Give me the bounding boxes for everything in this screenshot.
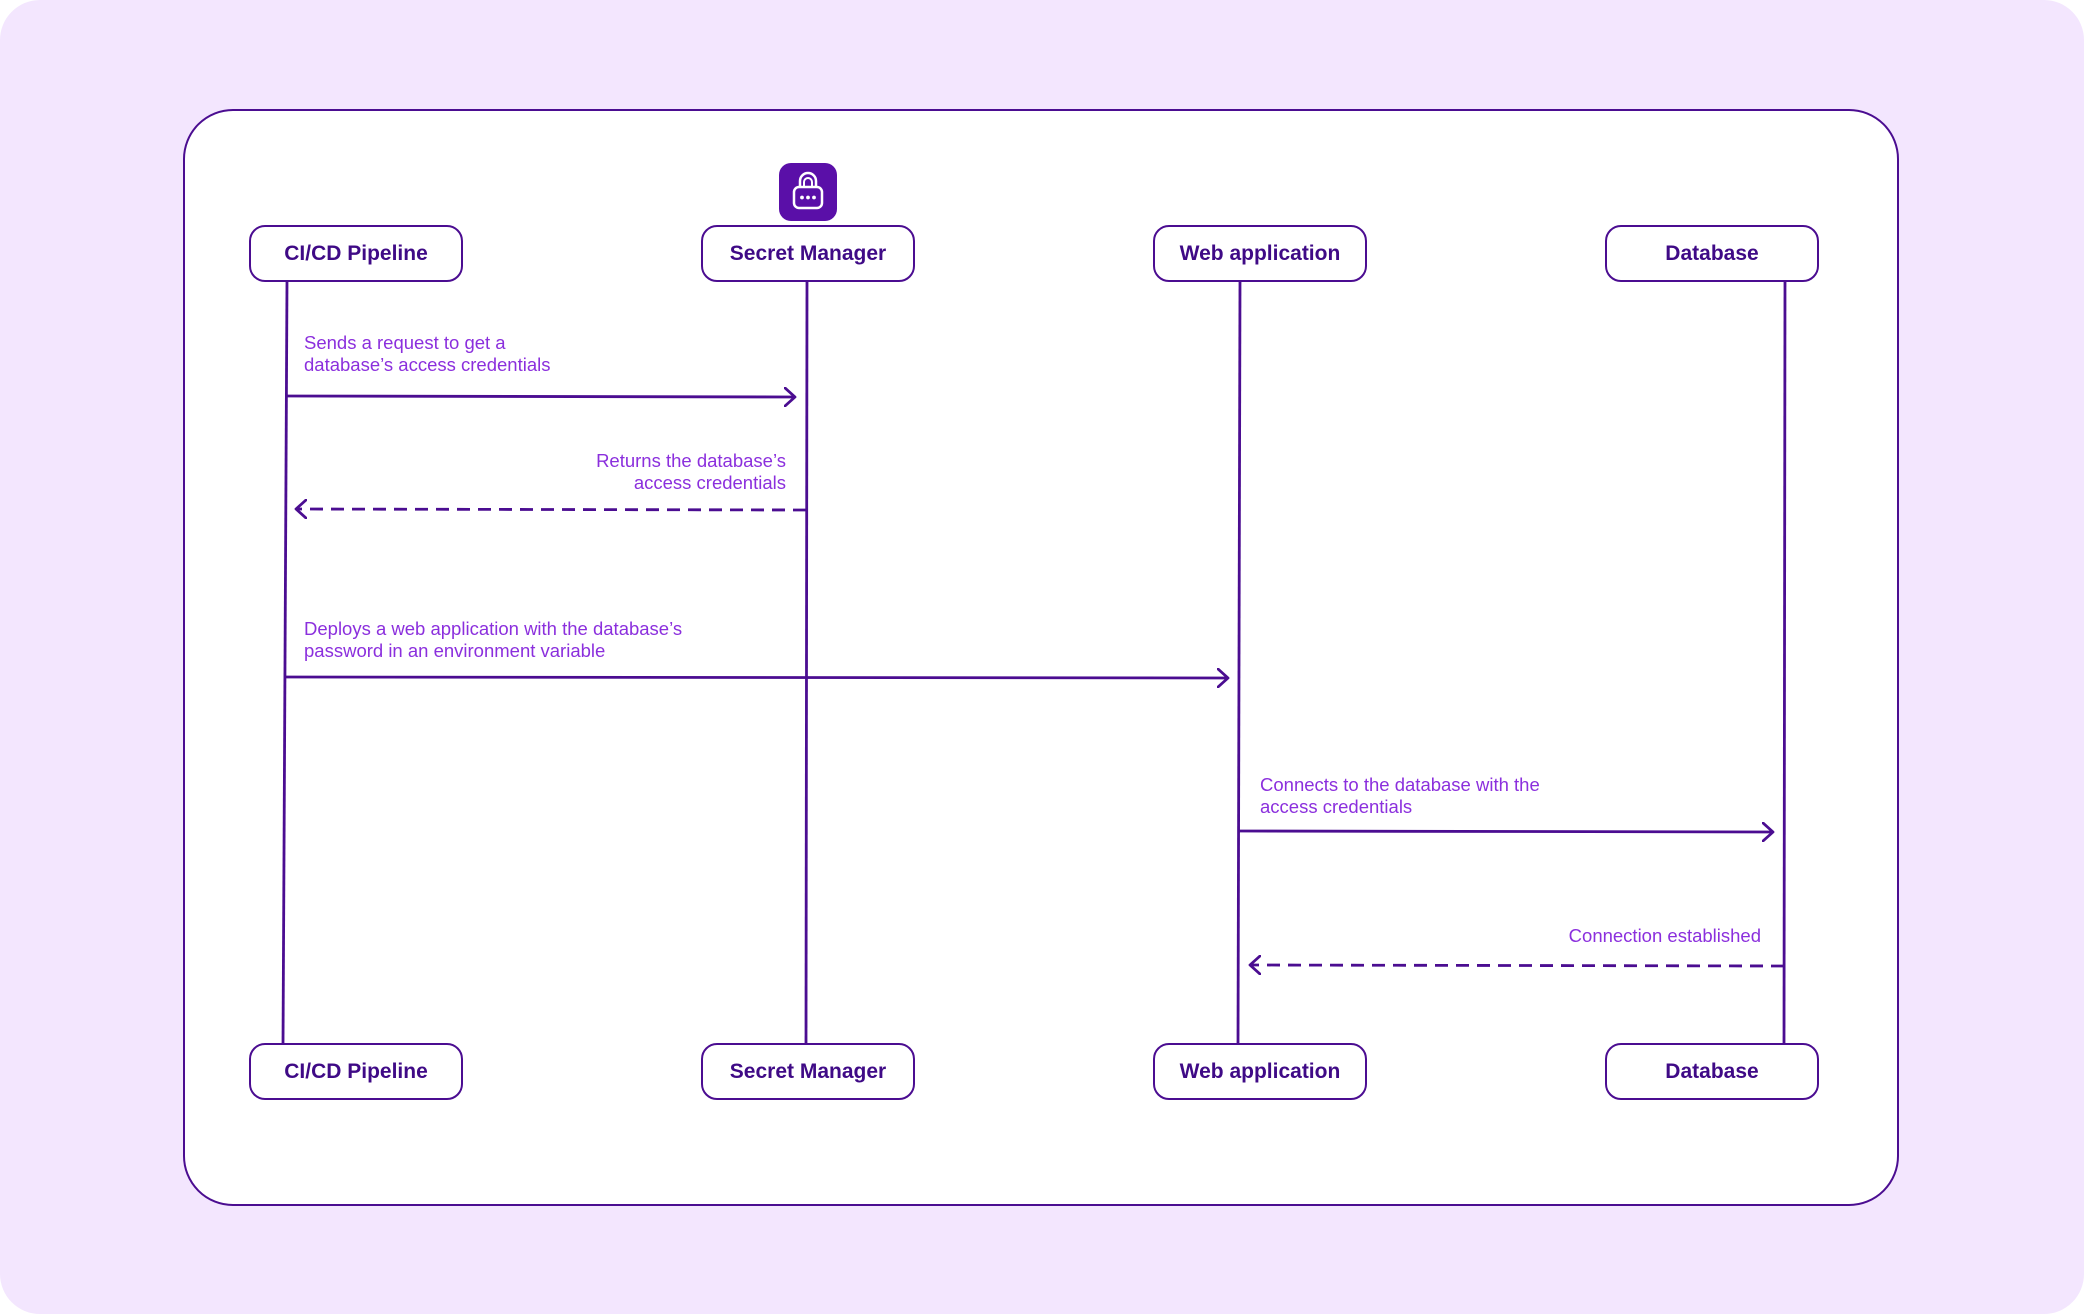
message-4-line-1: Connects to the database with the [1260, 774, 1540, 795]
diagram-card [183, 109, 1899, 1206]
message-3-arrow [284, 677, 1228, 678]
message-3-line-1: Deploys a web application with the datab… [304, 618, 683, 639]
participant-web-application-bottom: Web application [1153, 1043, 1367, 1100]
message-1-line-1: Sends a request to get a [304, 332, 506, 353]
message-5-line-1: Connection established [1568, 925, 1761, 946]
participant-database-bottom: Database [1605, 1043, 1819, 1100]
participant-cicd-pipeline-top: CI/CD Pipeline [249, 225, 463, 282]
participant-secret-manager-top: Secret Manager [701, 225, 915, 282]
participant-secret-manager-bottom: Secret Manager [701, 1043, 915, 1100]
message-5-label: Connection established [1569, 925, 1761, 947]
lifeline-web-application [1236, 280, 1242, 1046]
message-5-arrow [1250, 965, 1785, 966]
message-1-arrow [286, 396, 795, 397]
message-1-label: Sends a request to get a database’s acce… [304, 332, 550, 376]
message-3-line-2: password in an environment variable [304, 640, 606, 661]
participant-web-application-top: Web application [1153, 225, 1367, 282]
participant-cicd-pipeline-bottom: CI/CD Pipeline [249, 1043, 463, 1100]
message-2-arrow [296, 509, 807, 510]
lifeline-database [1782, 280, 1787, 1046]
message-2-label: Returns the database’s access credential… [596, 450, 786, 494]
message-2-line-2: access credentials [633, 472, 786, 493]
message-1-line-2: database’s access credentials [304, 354, 551, 375]
lock-icon [779, 163, 837, 221]
message-4-arrow [1238, 831, 1773, 832]
message-4-label: Connects to the database with the access… [1260, 774, 1540, 818]
participant-database-top: Database [1605, 225, 1819, 282]
message-3-label: Deploys a web application with the datab… [304, 618, 682, 662]
lifeline-cicd [281, 280, 289, 1046]
message-2-line-1: Returns the database’s [596, 450, 786, 471]
message-4-line-2: access credentials [1260, 796, 1413, 817]
lifeline-secret-manager [804, 280, 809, 1046]
